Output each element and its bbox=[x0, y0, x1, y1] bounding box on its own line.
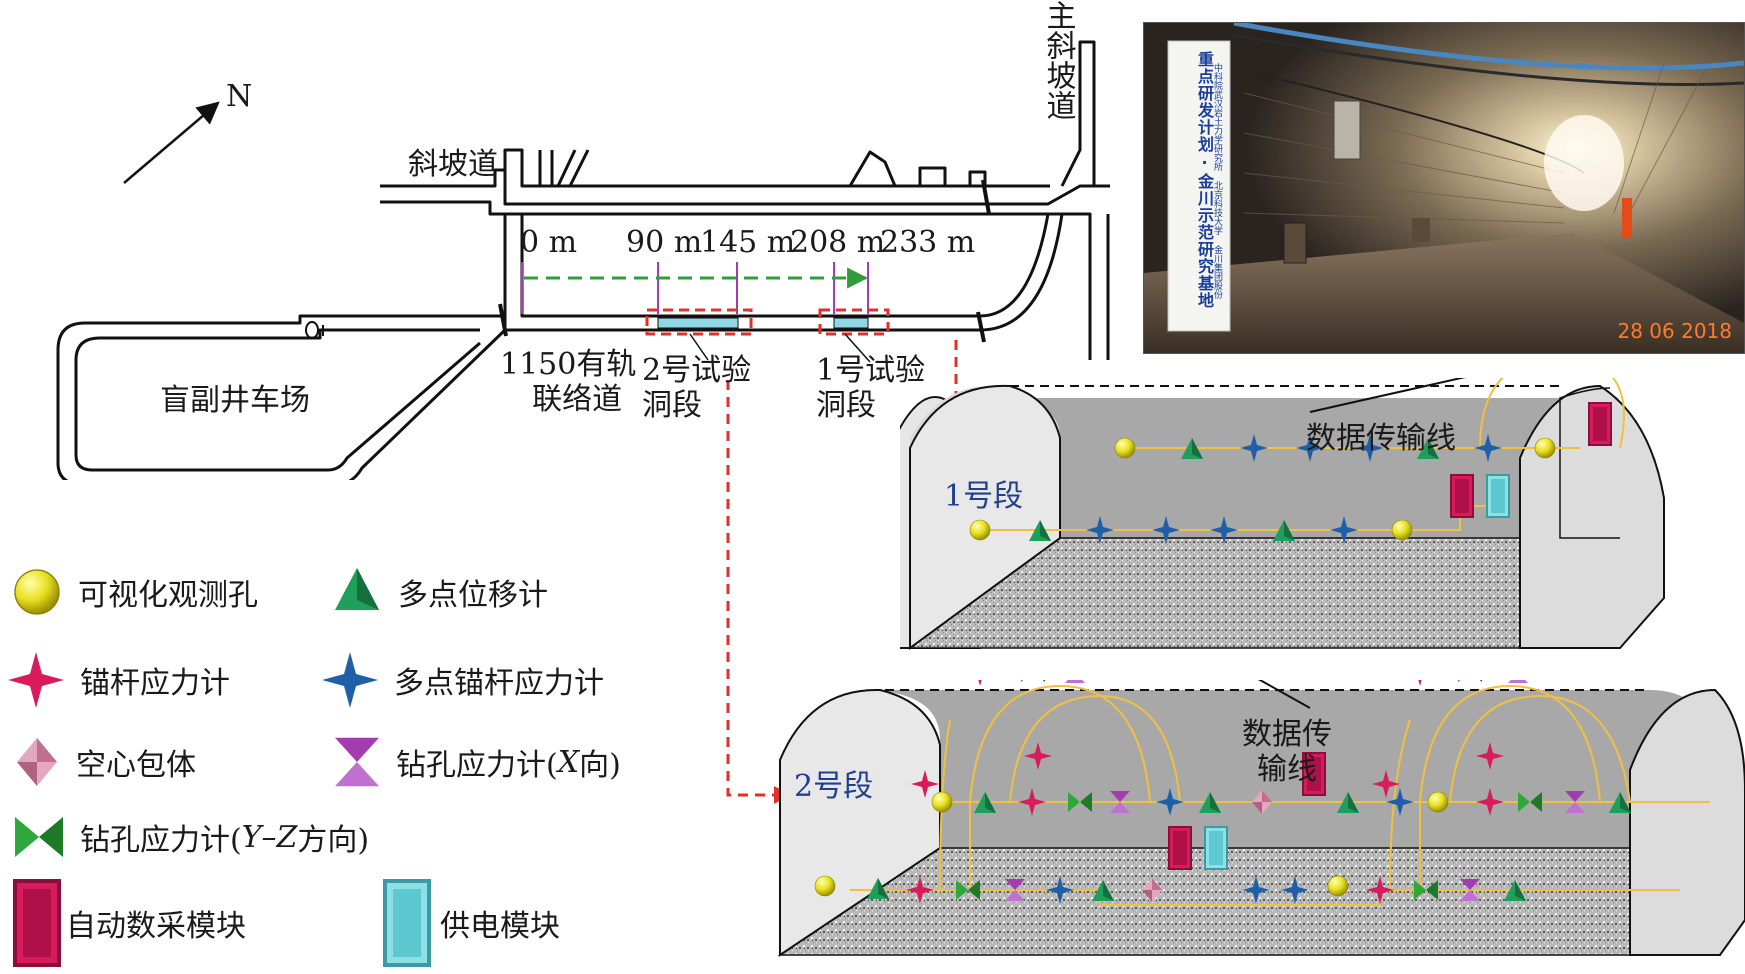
research-base-sign: 重点研发计划·金川示范研究基地 bbox=[1195, 51, 1214, 309]
section-2-cable-label: 数据传 输线 bbox=[1242, 717, 1332, 787]
legend-auto-module: 自动数采模块 bbox=[12, 878, 246, 968]
mark-0: 0 m bbox=[520, 225, 578, 260]
test-section-2 bbox=[657, 317, 739, 329]
main-incline-label: 主斜坡道 bbox=[1040, 0, 1076, 120]
north-label: N bbox=[226, 79, 253, 114]
shaft-yard-loop bbox=[56, 314, 507, 480]
section-1-tunnel-3d bbox=[900, 378, 1665, 650]
legend-hollow-inclusion: 空心包体 bbox=[12, 735, 196, 789]
section-2-cable-line1: 数据传 bbox=[1242, 717, 1332, 752]
section-1-label: 1号段 bbox=[944, 479, 1024, 514]
rail-connector-line2: 联络道 bbox=[532, 381, 623, 417]
north-arrow bbox=[123, 101, 220, 184]
legend-borehole-x: 钻孔应力计(X 向) bbox=[332, 735, 621, 789]
section-2-label: 2号段 bbox=[794, 769, 874, 804]
section-1-cable-label: 数据传输线 bbox=[1306, 421, 1456, 456]
legend-bolt-meter: 锚杆应力计 bbox=[6, 650, 230, 710]
section-2-cable-line2: 输线 bbox=[1257, 751, 1317, 787]
callout-to-section-2 bbox=[726, 380, 792, 804]
test1-line1: 1号试验 bbox=[816, 353, 926, 388]
test2-line2: 洞段 bbox=[642, 387, 702, 423]
rail-connector-label: 1150有轨 联络道 bbox=[500, 347, 637, 417]
test-section-2-label: 2号试验 洞段 bbox=[642, 353, 752, 423]
legend-extensometer: 多点位移计 bbox=[330, 565, 548, 619]
rail-connector-line1: 1150有轨 bbox=[500, 347, 637, 382]
mine-plan-map bbox=[56, 40, 1110, 480]
mark-145: 145 m bbox=[700, 225, 796, 260]
test-section-1-label: 1号试验 洞段 bbox=[816, 353, 926, 423]
legend-borehole-yz: 钻孔应力计(Y–Z 方向) bbox=[12, 812, 369, 862]
upper-drift bbox=[380, 168, 1110, 206]
test1-line2: 洞段 bbox=[816, 387, 876, 423]
legend-visual-hole: 可视化观测孔 bbox=[10, 565, 258, 619]
test-section-1 bbox=[833, 317, 869, 329]
mark-90: 90 m bbox=[626, 225, 703, 260]
test2-line1: 2号试验 bbox=[642, 353, 752, 388]
mark-208: 208 m bbox=[790, 225, 886, 260]
research-base-sign-sub: 中科院武汉岩土力学研究所 北京科技大学 金川集团股份有限公司 bbox=[1212, 63, 1222, 299]
legend-power-module: 供电模块 bbox=[382, 878, 560, 968]
mark-233: 233 m bbox=[880, 225, 976, 260]
shaft-yard-label: 盲副井车场 bbox=[160, 383, 310, 418]
tunnel-photo: 重点研发计划·金川示范研究基地 中科院武汉岩土力学研究所 北京科技大学 金川集团… bbox=[1143, 22, 1745, 354]
photo-date-stamp: 28 06 2018 bbox=[1617, 319, 1732, 343]
section-2-tunnel-3d bbox=[777, 680, 1745, 957]
incline-label: 斜坡道 bbox=[408, 147, 498, 182]
legend-multi-bolt-meter: 多点锚杆应力计 bbox=[320, 650, 604, 710]
